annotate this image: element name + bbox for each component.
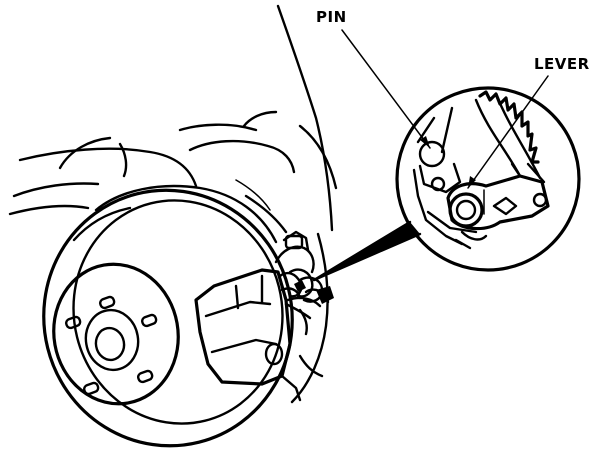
callout-lever: LEVER xyxy=(467,55,590,189)
lever-pivot-inner xyxy=(455,199,477,221)
callout-pin-label: PIN xyxy=(316,8,347,26)
callout-lever-arrowhead xyxy=(468,176,476,188)
detail-zoom-circle xyxy=(395,86,581,272)
callout-pin: PIN xyxy=(316,8,431,149)
zoom-leader xyxy=(312,220,422,282)
lug-stud xyxy=(140,313,158,328)
lug-stud xyxy=(136,369,154,384)
lug-stud xyxy=(64,315,82,330)
callout-pin-arrowhead xyxy=(420,136,430,148)
pin-head xyxy=(418,140,446,168)
suspension-outline xyxy=(8,4,338,404)
cable-spring-bundle xyxy=(278,268,334,336)
callout-pin-leader xyxy=(341,29,431,149)
lever-pivot-outer xyxy=(448,192,484,228)
parking-brake-mechanism xyxy=(274,230,334,336)
lug-stud xyxy=(98,295,116,310)
callout-lever-label: LEVER xyxy=(534,55,590,73)
brake-rotor xyxy=(42,184,294,448)
pin-hole xyxy=(430,176,446,192)
lever-end-hole xyxy=(532,192,548,208)
brake-caliper xyxy=(194,268,322,402)
callout-lever-leader xyxy=(467,75,549,189)
lug-stud xyxy=(82,381,100,396)
wheel-hub xyxy=(52,262,180,406)
